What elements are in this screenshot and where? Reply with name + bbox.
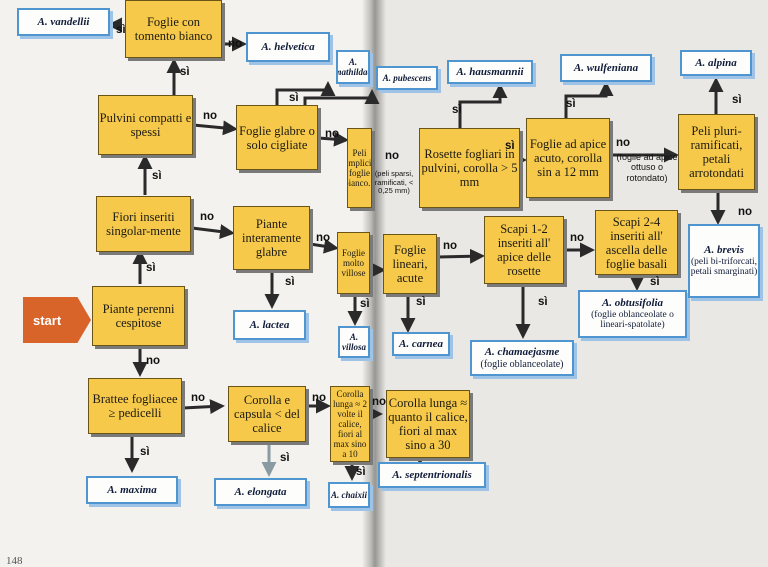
label-no: no xyxy=(203,110,218,122)
label-yes: sì xyxy=(505,140,515,152)
question-foglie-tomento: Foglie con tomento bianco xyxy=(125,0,222,58)
question-peli-ramificati: Peli pluri-ramificati, petali arrotondat… xyxy=(678,114,755,190)
label-no: no xyxy=(570,232,585,244)
question-pulvini: Pulvini compatti e spessi xyxy=(98,95,193,155)
label-yes: sì xyxy=(285,276,295,288)
label-yes: sì xyxy=(116,24,126,36)
question-brattee: Brattee fogliacee ≥ pedicelli xyxy=(88,378,182,434)
question-fiori-inseriti: Fiori inseriti singolar-mente xyxy=(96,196,191,252)
label-no: no xyxy=(191,392,206,404)
note-foglie-apice-ottuso: (foglie ad apice ottuso o rotondato) xyxy=(616,152,678,183)
taxon-elongata: A. elongata xyxy=(214,478,307,506)
label-no: no xyxy=(325,128,340,140)
label-no: no xyxy=(443,240,458,252)
taxon-brevis: A. brevis(peli bi-triforcati, petali sma… xyxy=(688,224,760,298)
question-scapi-1-2: Scapi 1-2 inseriti all' apice delle rose… xyxy=(484,216,564,284)
label-no: no xyxy=(228,38,243,50)
label-no: no xyxy=(316,232,331,244)
arrow-fiori-piante-glabre xyxy=(191,224,235,239)
arrow-brattee-corolla xyxy=(182,399,225,415)
taxon-helvetica: A. helvetica xyxy=(246,32,330,62)
label-yes: sì xyxy=(280,452,290,464)
question-piante-perenni: Piante perenni cespitose xyxy=(92,286,185,346)
taxon-carnea: A. carnea xyxy=(392,332,450,356)
left-page xyxy=(0,0,372,567)
label-no: no xyxy=(312,392,327,404)
start-arrow: start xyxy=(23,297,91,343)
arrow-rosette-hausmannii xyxy=(458,83,508,128)
question-foglie-glabre: Foglie glabre o solo cigliate xyxy=(236,105,318,170)
taxon-chamaejasme-name: A. chamaejasme xyxy=(484,346,560,359)
taxon-alpina: A. alpina xyxy=(680,50,752,76)
arrow-pulvini-glabre xyxy=(192,120,238,136)
question-scapi-2-4: Scapi 2-4 inseriti all' ascella delle fo… xyxy=(595,210,678,275)
label-yes: sì xyxy=(566,98,576,110)
question-corolla-lunga: Corolla lunga ≈ quanto il calice, fiori … xyxy=(386,390,470,458)
label-no: no xyxy=(738,206,753,218)
taxon-obtusifolia-note: (foglie oblanceolate o lineari-spatolate… xyxy=(591,309,674,331)
taxon-obtusifolia-name: A. obtusifolia xyxy=(601,297,664,310)
label-yes: sì xyxy=(140,446,150,458)
taxon-hausmannii: A. hausmannii xyxy=(447,60,533,84)
question-foglie-villose: Foglie molto villose xyxy=(337,232,370,294)
taxon-vandellii: A. vandellii xyxy=(17,8,110,36)
label-yes: sì xyxy=(289,92,299,104)
question-piante-glabre: Piante interamente glabre xyxy=(233,206,310,270)
taxon-brevis-note: (peli bi-triforcati, petali smarginati) xyxy=(690,256,758,278)
arrow-glabre-villose xyxy=(309,238,339,254)
taxon-villosa: A. villosa xyxy=(338,326,370,358)
label-yes: sì xyxy=(152,170,162,182)
question-corolla-capsula: Corolla e capsula < del calice xyxy=(228,386,306,442)
taxon-septentrionalis: A. septentrionalis xyxy=(378,462,486,488)
label-no: no xyxy=(146,355,161,367)
taxon-brevis-name: A. brevis xyxy=(704,244,744,257)
label-no: no xyxy=(200,211,215,223)
question-peli-semplici: Peli semplici... foglie bianco... xyxy=(347,128,372,208)
label-yes: sì xyxy=(650,276,660,288)
label-yes: sì xyxy=(180,66,190,78)
label-yes: sì xyxy=(452,104,462,116)
question-corolla-2volte: Corolla lunga ≈ 2 volte il calice, fiori… xyxy=(330,386,370,462)
taxon-chamaejasme-note: (foglie oblanceolate) xyxy=(480,358,564,370)
taxon-chaixii: A. chaixii xyxy=(328,482,370,508)
arrow-lineari-scapi12 xyxy=(437,248,485,264)
question-foglie-apice: Foglie ad apice acuto, corolla sin a 12 … xyxy=(526,118,610,198)
label-yes: sì xyxy=(732,94,742,106)
note-peli-sparsi: (peli sparsi, ramificati, < 0,25 mm) xyxy=(374,169,414,196)
label-yes: sì xyxy=(146,262,156,274)
taxon-chamaejasme: A. chamaejasme(foglie oblanceolate) xyxy=(470,340,574,376)
taxon-lactea: A. lactea xyxy=(233,310,306,340)
taxon-maxima: A. maxima xyxy=(86,476,178,504)
arrow-apice-wulfeniana xyxy=(564,81,614,118)
taxon-wulfeniana: A. wulfeniana xyxy=(560,54,652,82)
label-yes: sì xyxy=(360,298,370,310)
taxon-pubescens: A. pubescens xyxy=(376,66,438,90)
taxon-obtusifolia: A. obtusifolia(foglie oblanceolate o lin… xyxy=(578,290,687,338)
page-number: 148 xyxy=(6,555,23,567)
label-yes: sì xyxy=(538,296,548,308)
label-yes: sì xyxy=(416,296,426,308)
question-rosette: Rosette fogliari in pulvini, corolla > 5… xyxy=(419,128,520,208)
taxon-mathildae: A. mathildae xyxy=(336,50,370,84)
label-no: no xyxy=(616,137,631,149)
arrow-glabre-peli xyxy=(317,131,349,147)
label-yes: sì xyxy=(356,466,366,478)
arrow-glabre-mathildae xyxy=(275,81,336,105)
label-no: no xyxy=(372,396,387,408)
start-label: start xyxy=(33,312,62,328)
question-foglie-lineari: Foglie lineari, acute xyxy=(383,234,437,294)
label-no: no xyxy=(385,150,400,162)
